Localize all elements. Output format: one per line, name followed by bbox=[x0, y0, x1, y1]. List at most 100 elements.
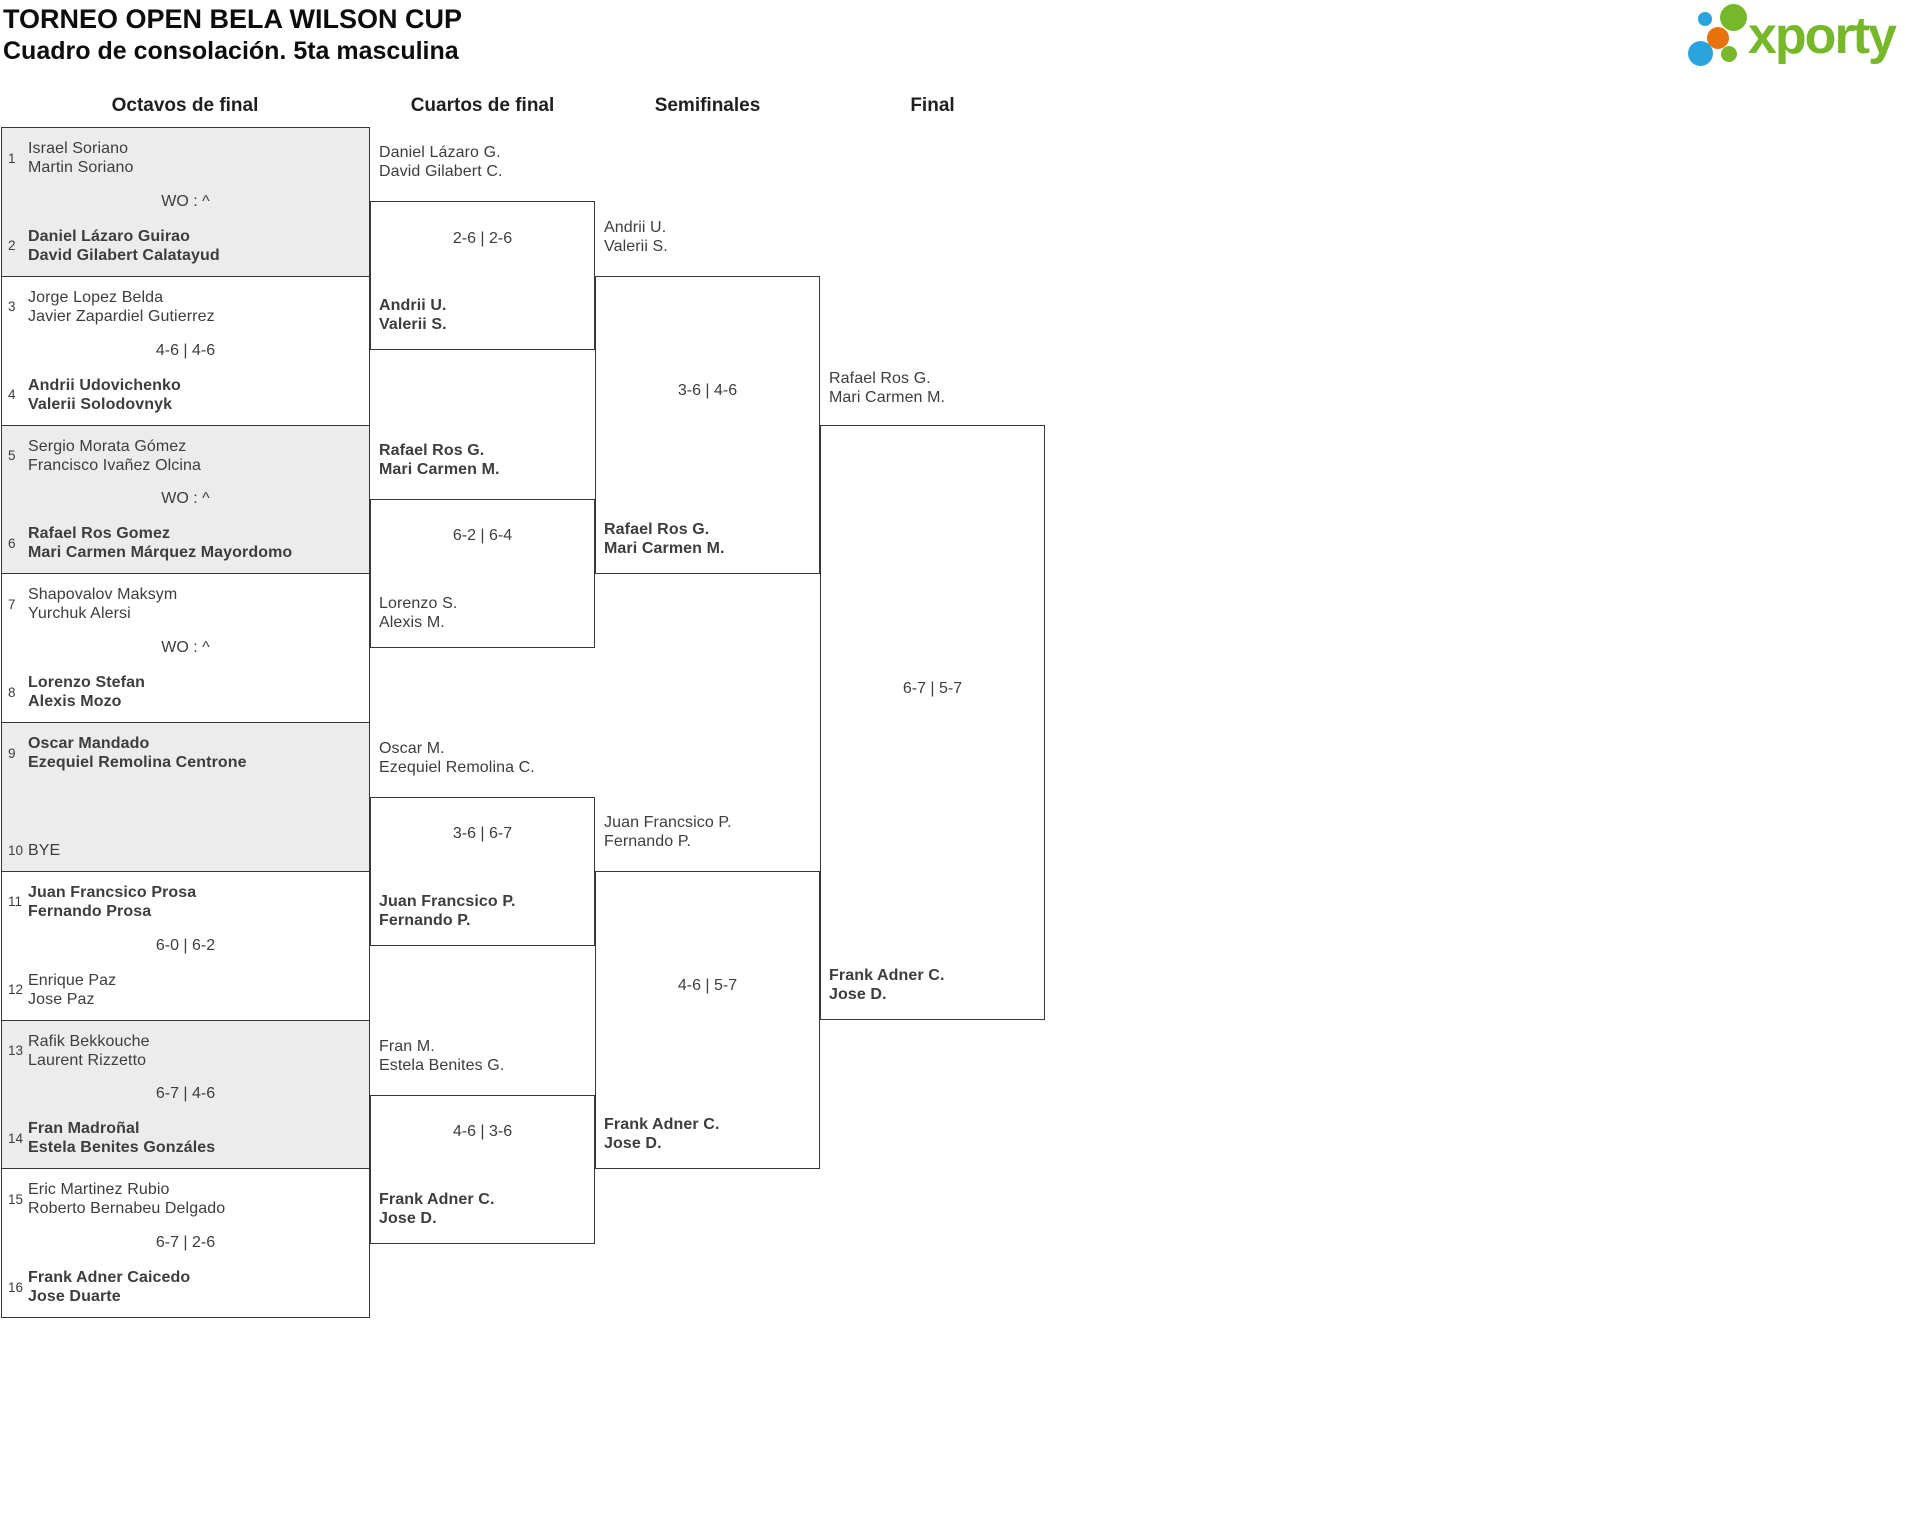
qf2-score: 6-2 | 6-4 bbox=[452, 527, 513, 544]
seed-number: 10 bbox=[8, 842, 24, 858]
column-header-final: Final bbox=[910, 95, 955, 116]
qf4-bottom-team-winner: Frank Adner C.Jose D. bbox=[379, 1191, 495, 1227]
seed-number: 14 bbox=[8, 1130, 24, 1146]
seed-number: 9 bbox=[8, 745, 16, 761]
sf1-bottom-team-winner: Rafael Ros G.Mari Carmen M. bbox=[604, 521, 725, 557]
seed-number: 13 bbox=[8, 1043, 24, 1058]
qf3-score: 3-6 | 6-7 bbox=[452, 825, 513, 842]
semifinal-box-1 bbox=[595, 276, 820, 574]
seed-number: 12 bbox=[8, 982, 24, 997]
seed-number: 5 bbox=[8, 448, 16, 463]
logo-dot-blue-small bbox=[1698, 12, 1712, 26]
final-score: 6-7 | 5-7 bbox=[902, 680, 963, 697]
qf1-score: 2-6 | 2-6 bbox=[452, 230, 513, 247]
seed-number: 4 bbox=[8, 387, 16, 402]
quarterfinal-box-4 bbox=[370, 1095, 595, 1244]
sf2-bottom-team-winner: Frank Adner C.Jose D. bbox=[604, 1116, 720, 1152]
match-score: 6-7 | 4-6 bbox=[155, 1085, 216, 1103]
qf2-bottom-team: Lorenzo S.Alexis M. bbox=[379, 595, 458, 631]
final-bottom-team-winner: Frank Adner C.Jose D. bbox=[829, 967, 945, 1003]
qf1-top-team: Daniel Lázaro G.David Gilabert C. bbox=[379, 144, 503, 180]
match-score: 4-6 | 4-6 bbox=[155, 341, 216, 359]
logo-dot-green-large bbox=[1720, 4, 1747, 31]
column-header-cuartos: Cuartos de final bbox=[410, 95, 555, 116]
match-score: WO : ^ bbox=[161, 192, 210, 210]
seed-number: 16 bbox=[8, 1279, 24, 1295]
qf2-top-team-winner: Rafael Ros G.Mari Carmen M. bbox=[379, 442, 500, 478]
page-subtitle: Cuadro de consolación. 5ta masculina bbox=[3, 37, 459, 65]
quarterfinal-box-1 bbox=[370, 201, 595, 350]
seed-number: 11 bbox=[8, 894, 23, 910]
qf3-bottom-team-winner: Juan Francsico P.Fernando P. bbox=[379, 893, 516, 929]
logo-wordmark: xporty bbox=[1748, 7, 1897, 65]
sf1-score: 3-6 | 4-6 bbox=[677, 382, 738, 399]
sf2-top-team: Juan Francsico P.Fernando P. bbox=[604, 814, 732, 850]
seed-number: 6 bbox=[8, 535, 16, 551]
qf4-top-team: Fran M.Estela Benites G. bbox=[379, 1038, 505, 1074]
sf1-top-team: Andrii U.Valerii S. bbox=[604, 219, 668, 255]
team-entry-bye: 10 BYE bbox=[2, 841, 369, 860]
logo-dot-orange bbox=[1707, 27, 1729, 49]
sf2-score: 4-6 | 5-7 bbox=[677, 977, 738, 994]
team-names: BYE bbox=[28, 841, 61, 859]
column-header-octavos: Octavos de final bbox=[111, 95, 259, 116]
seed-number: 3 bbox=[8, 299, 16, 315]
seed-number: 1 bbox=[8, 150, 16, 166]
page-title: TORNEO OPEN BELA WILSON CUP bbox=[3, 4, 463, 34]
seed-number: 7 bbox=[8, 596, 16, 612]
match-score: WO : ^ bbox=[161, 639, 210, 657]
logo-dot-blue-large bbox=[1688, 41, 1713, 66]
final-box bbox=[820, 425, 1045, 1020]
match-score: WO : ^ bbox=[161, 490, 210, 508]
semifinal-box-2 bbox=[595, 871, 820, 1169]
match-score: 6-0 | 6-2 bbox=[155, 936, 216, 954]
seed-number: 15 bbox=[8, 1191, 24, 1207]
qf3-top-team: Oscar M.Ezequiel Remolina C. bbox=[379, 740, 535, 776]
qf1-bottom-team-winner: Andrii U.Valerii S. bbox=[379, 297, 447, 333]
final-top-team: Rafael Ros G.Mari Carmen M. bbox=[829, 370, 946, 406]
xporty-logo: xporty bbox=[1680, 0, 1920, 86]
seed-number: 2 bbox=[8, 238, 16, 254]
qf4-score: 4-6 | 3-6 bbox=[452, 1123, 513, 1140]
logo-dot-green-small bbox=[1721, 46, 1737, 62]
seed-number: 8 bbox=[8, 684, 16, 700]
